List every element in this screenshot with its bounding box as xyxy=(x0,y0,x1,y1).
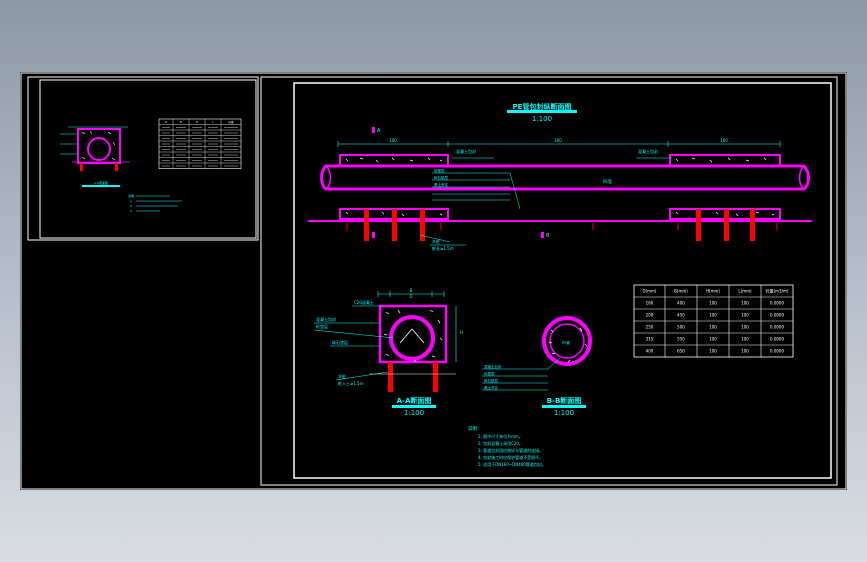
viewport-border xyxy=(20,72,847,490)
long-section: PE管包封纵断面图 1:100 100 300 100 A B xyxy=(308,102,812,251)
svg-text:3.: 3. xyxy=(130,209,133,213)
svg-text:1.: 1. xyxy=(130,199,133,203)
svg-text:2.: 2. xyxy=(130,204,133,208)
thumbnail-table-header: D xyxy=(165,120,167,124)
note-item: 1. 图中尺寸单位为mm。 xyxy=(478,433,523,439)
table-header-cell: L(mm) xyxy=(738,289,752,294)
table-header-cell: H(mm) xyxy=(706,289,720,294)
table-cell: 250 xyxy=(646,325,654,330)
table-cell: 0.0000 xyxy=(770,313,784,318)
table-cell: 200 xyxy=(646,313,654,318)
thumbnail-section-drawing xyxy=(60,126,130,171)
table-cell: 100 xyxy=(741,325,749,330)
svg-text:碎石垫层: 碎石垫层 xyxy=(332,339,348,345)
table-cell: 650 xyxy=(677,349,685,354)
table-cell: 500 xyxy=(677,325,685,330)
table-header-cell: D(mm) xyxy=(643,289,657,294)
table-cell: 0.0000 xyxy=(770,301,784,306)
table-cell: 400 xyxy=(677,301,685,306)
section-a-label-c20: C20混凝土 xyxy=(354,299,374,305)
pile-note: 桩长≥1.5m xyxy=(432,245,454,251)
note-encasement-2: 混凝土包封 xyxy=(638,148,658,154)
table-cell: 400 xyxy=(646,349,654,354)
svg-text:说明：: 说明： xyxy=(128,193,137,198)
table-header-cell: 砼量(m3/m) xyxy=(766,288,789,294)
notes-block: 说明： 1. 图中尺寸单位为mm。 2. 包封混凝土采用C20。 3. 管道包封… xyxy=(468,425,546,467)
section-a-title: A-A断面图 xyxy=(397,396,432,405)
svg-text:素土夯实: 素土夯实 xyxy=(434,182,448,187)
table-cell: 315 xyxy=(646,337,654,342)
table-cell: 100 xyxy=(709,337,717,342)
svg-text:砂垫层: 砂垫层 xyxy=(316,323,328,329)
thumbnail-sheet[interactable]: A-A断面图 说明： 1. 2. 3. D B H L 砼量 xyxy=(27,76,259,241)
thumbnail-table-header: H xyxy=(196,120,198,124)
table-cell: 450 xyxy=(677,313,685,318)
table-cell: 100 xyxy=(709,325,717,330)
quantity-table: D(mm) B(mm) H(mm) L(mm) 砼量(m3/m) 160 400 100 100… xyxy=(633,284,794,358)
main-outer-frame xyxy=(260,76,838,486)
dim-middle: 300 xyxy=(554,138,562,143)
long-section-scale: 1:100 xyxy=(532,115,552,123)
pipe-label: PE管 xyxy=(603,178,612,184)
dim-left: 100 xyxy=(389,138,397,143)
thumbnail-table-header: L xyxy=(212,120,214,124)
thumbnail-outer-frame xyxy=(27,76,259,241)
section-b-pipe-label: PE管 xyxy=(562,340,570,345)
main-inner-frame xyxy=(293,82,832,479)
long-section-title-underline xyxy=(507,110,577,113)
section-a: B D H C20混凝土 混凝土包封 砂垫层 碎石垫层 木桩 xyxy=(313,288,463,417)
section-mark-b: B xyxy=(546,233,550,239)
thumbnail-inner-frame xyxy=(39,79,257,239)
notes-heading: 说明： xyxy=(468,425,482,432)
svg-text:混凝土包封: 混凝土包封 xyxy=(484,364,502,369)
table-cell: 0.0000 xyxy=(770,337,784,342)
section-b-title-underline xyxy=(542,405,586,408)
section-a-title-underline xyxy=(392,405,436,408)
note-item: 3. 管道包封段应做好与管道的连接。 xyxy=(478,447,543,453)
table-cell: 550 xyxy=(677,337,685,342)
table-cell: 100 xyxy=(709,349,717,354)
section-b-scale: 1:100 xyxy=(554,409,574,417)
section-a-dim-b: B xyxy=(410,288,413,293)
thumbnail-table-header: B xyxy=(180,120,182,124)
pile-label: 木桩 xyxy=(432,238,440,244)
note-item: 5. 适用于DN160~DN400管道包封。 xyxy=(478,461,546,467)
table-cell: 100 xyxy=(741,313,749,318)
table-cell: 0.0000 xyxy=(770,325,784,330)
svg-text:素土夯实: 素土夯实 xyxy=(484,385,498,390)
thumbnail-table: D B H L 砼量 xyxy=(158,118,242,169)
table-cell: 100 xyxy=(741,349,749,354)
svg-text:桩入土≥1.5m: 桩入土≥1.5m xyxy=(338,380,364,386)
svg-text:混凝土包封: 混凝土包封 xyxy=(316,316,336,322)
table-cell: 160 xyxy=(646,301,654,306)
table-cell: 100 xyxy=(709,301,717,306)
thumbnail-notes: 说明： 1. 2. 3. xyxy=(128,193,182,213)
section-mark-a-top: A xyxy=(377,128,381,134)
svg-text:木桩: 木桩 xyxy=(338,373,346,379)
main-sheet[interactable]: PE管包封纵断面图 1:100 100 300 100 A B xyxy=(260,76,838,486)
long-section-title: PE管包封纵断面图 xyxy=(513,102,572,111)
thumbnail-table-header: 砼量 xyxy=(228,120,234,124)
section-a-scale: 1:100 xyxy=(404,409,424,417)
table-cell: 0.0000 xyxy=(770,349,784,354)
table-cell: 100 xyxy=(741,337,749,342)
dim-right: 100 xyxy=(720,138,728,143)
svg-text:砂垫层: 砂垫层 xyxy=(484,371,495,376)
svg-text:砂垫层: 砂垫层 xyxy=(434,168,445,173)
table-cell: 100 xyxy=(709,313,717,318)
section-b: PE管 混凝土包封 砂垫层 碎石垫层 素土夯实 B-B断面图 1:100 xyxy=(482,316,592,417)
note-item: 4. 包封施工时应保护管道不受损坏。 xyxy=(478,454,543,460)
table-header-cell: B(mm) xyxy=(674,289,688,294)
table-cell: 100 xyxy=(741,301,749,306)
svg-text:碎石垫层: 碎石垫层 xyxy=(434,175,448,180)
section-a-dim-h: H xyxy=(460,330,463,335)
thumbnail-title: A-A断面图 xyxy=(94,180,108,185)
section-b-title: B-B断面图 xyxy=(547,396,582,405)
svg-text:碎石垫层: 碎石垫层 xyxy=(484,378,498,383)
note-item: 2. 包封混凝土采用C20。 xyxy=(478,440,523,446)
note-encasement-1: 混凝土包封 xyxy=(456,148,476,154)
section-a-dim-d: D xyxy=(409,294,412,299)
